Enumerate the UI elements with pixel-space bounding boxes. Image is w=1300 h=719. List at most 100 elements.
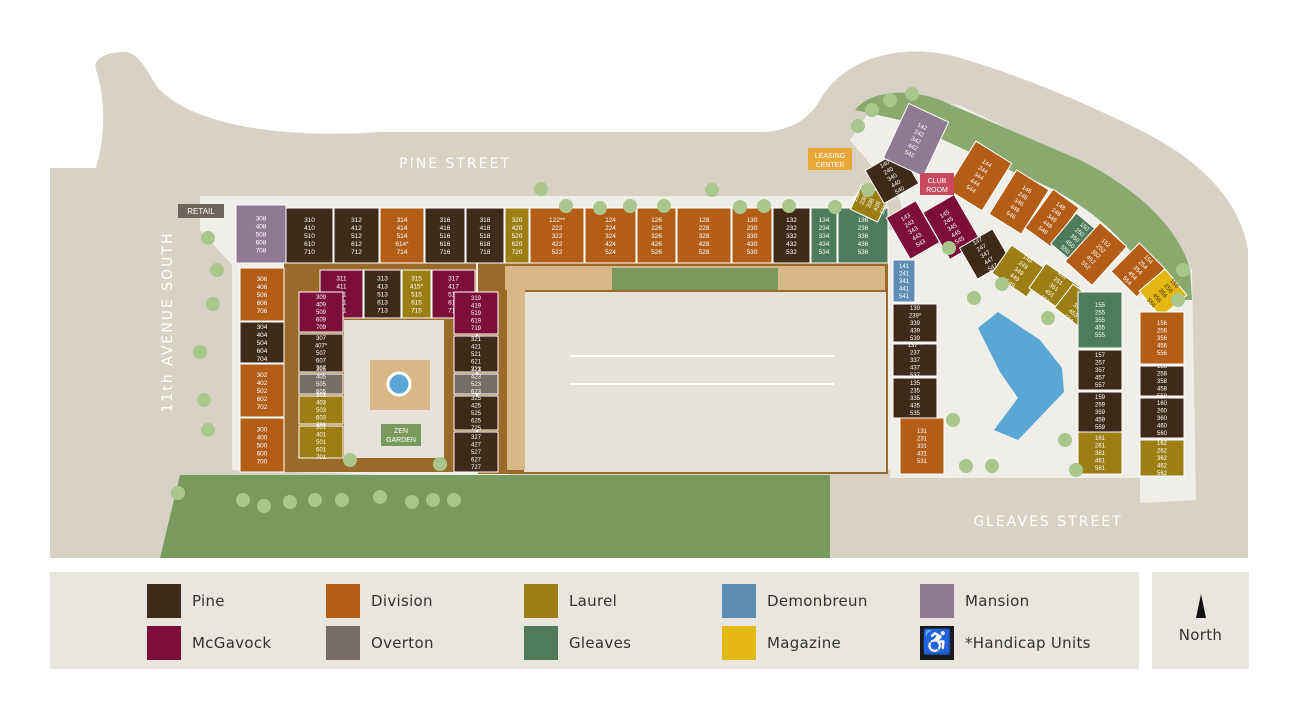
fountain-plaza	[370, 360, 430, 410]
unit-number: 507	[316, 351, 327, 357]
unit-number: 454	[1126, 270, 1138, 282]
unit-number: 135	[910, 381, 921, 387]
legend-swatch	[326, 626, 360, 660]
unit-number: 706	[257, 308, 268, 315]
unit-number: 232	[786, 225, 797, 232]
unit-number: 334	[819, 233, 830, 240]
unit-number: 448	[1041, 220, 1053, 231]
legend-label: McGavock	[192, 634, 272, 652]
legend-label: Gleaves	[569, 634, 632, 652]
unit-number: 456	[1157, 344, 1168, 350]
unit-number: 138	[853, 191, 863, 203]
tree	[373, 490, 387, 504]
unit-number: 436	[858, 241, 869, 248]
unit-number: 406	[257, 284, 268, 291]
unit-number: 150	[1078, 222, 1090, 233]
tree	[1058, 433, 1072, 447]
unit-number: 521	[471, 352, 482, 358]
tree	[171, 486, 185, 500]
unit-number: 313	[377, 275, 388, 282]
unit-number: 440	[890, 179, 902, 190]
unit-number: 538	[880, 203, 890, 215]
unit-number: 430	[747, 241, 758, 248]
retail-label-bg	[178, 204, 224, 218]
unit-number: 240	[883, 166, 895, 177]
unit-number: 244	[977, 165, 989, 176]
tree	[861, 183, 875, 197]
unit-number: 709	[316, 325, 327, 331]
unit-number: 162	[1157, 441, 1168, 447]
unit-number: 159	[1095, 395, 1106, 401]
unit-number: 714	[397, 249, 408, 256]
zen-garden-label: ZEN	[394, 428, 408, 435]
club-label-2: ROOM	[926, 187, 948, 194]
unit-number: 625	[471, 419, 482, 425]
unit-number: 702	[257, 404, 268, 411]
unit-number: 259	[1095, 403, 1106, 409]
unit-number: 139	[910, 306, 921, 312]
unit-number: 556	[1145, 298, 1156, 310]
tree	[883, 93, 897, 107]
tree	[733, 200, 747, 214]
unit-number: 558	[1157, 394, 1168, 400]
unit-number: 539	[910, 336, 921, 342]
unit-number: 452	[1085, 255, 1097, 267]
unit-number: 151	[1056, 270, 1068, 281]
unit-number: 549	[1004, 279, 1016, 290]
unit-number: 318	[480, 217, 491, 224]
tree	[593, 201, 607, 215]
unit-number: 721	[471, 367, 482, 373]
unit-number: 149	[1021, 254, 1033, 265]
unit-number: 328	[699, 233, 710, 240]
building-inner-west-3: 303403503603703	[298, 393, 344, 429]
unit-number: 532	[786, 249, 797, 256]
unit-number: 317	[448, 275, 459, 282]
unit-number: 457	[1095, 376, 1106, 382]
unit-number: 362	[1157, 456, 1168, 462]
legend-label: Pine	[192, 592, 225, 610]
pine-street-label: PINE STREET	[399, 156, 511, 172]
unit-number: 256	[1157, 329, 1168, 335]
unit-number: 455	[1095, 326, 1106, 332]
unit-number: 522	[552, 249, 563, 256]
unit-number: 419	[471, 304, 482, 310]
unit-number: 704	[257, 356, 268, 363]
unit-number: 708	[256, 247, 267, 254]
unit-number: 254	[1137, 260, 1149, 272]
unit-number: 144	[981, 159, 993, 170]
unit-number: 510	[304, 233, 315, 240]
unit-number: 250	[1073, 228, 1085, 239]
unit-number: 130	[747, 217, 758, 224]
unit-number: 727	[471, 465, 482, 471]
unit-number: 309	[316, 295, 327, 301]
unit-number: 416	[440, 225, 451, 232]
unit-number: 409	[316, 303, 327, 309]
parking-lot	[524, 292, 886, 472]
unit-number: 518	[480, 233, 491, 240]
pool	[978, 312, 1064, 440]
tree	[967, 291, 981, 305]
unit-number: 134	[819, 217, 830, 224]
unit-number: 456	[1151, 293, 1162, 305]
unit-number: 228	[699, 225, 710, 232]
unit-number: 241	[899, 272, 910, 278]
north-indicator: North	[1152, 572, 1249, 669]
tree	[782, 199, 796, 213]
unit-number: 710	[304, 249, 315, 256]
unit-number: 224	[605, 225, 616, 232]
